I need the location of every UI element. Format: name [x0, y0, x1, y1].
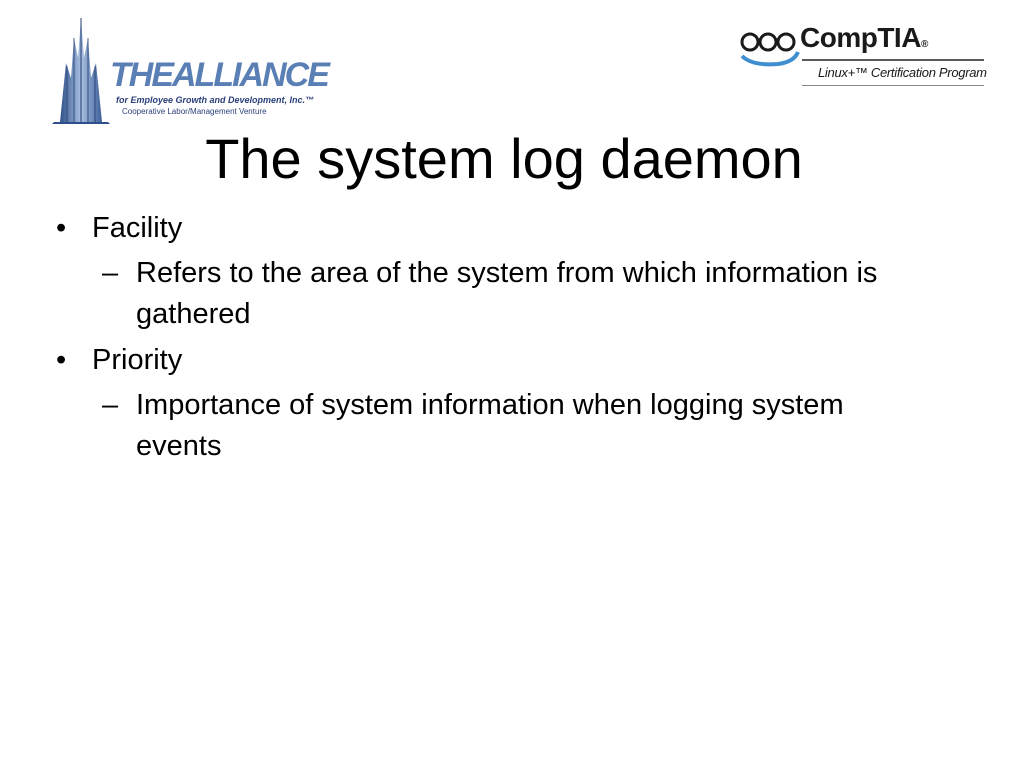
bullet-marker: •	[56, 344, 67, 376]
alliance-logo: THEALLIANCE for Employee Growth and Deve…	[50, 18, 330, 124]
bullet-text: Facility	[92, 212, 183, 244]
sub-bullet-marker: –	[102, 257, 119, 289]
comptia-program: Linux+™ Certification Program	[818, 65, 987, 80]
bullet-marker: •	[56, 212, 67, 244]
comptia-divider	[802, 59, 984, 61]
slide-body: • Facility – Refers to the area of the s…	[56, 208, 916, 472]
sub-bullet-text: Refers to the area of the system from wh…	[136, 257, 878, 330]
comptia-wordmark-text: CompTIA	[800, 22, 921, 53]
comptia-wordmark: CompTIA®	[800, 22, 928, 61]
comptia-logo: CompTIA® Linux+™ Certification Program	[738, 20, 988, 90]
slide-title: The system log daemon	[205, 127, 803, 190]
sub-bullet-marker: –	[102, 389, 119, 421]
bullet-text: Priority	[92, 344, 183, 376]
sub-bullet-priority: – Importance of system information when …	[56, 385, 916, 467]
sub-bullet-text: Importance of system information when lo…	[136, 389, 844, 462]
sub-bullet-facility: – Refers to the area of the system from …	[56, 253, 916, 335]
registered-mark: ®	[920, 39, 928, 50]
alliance-tagline: for Employee Growth and Development, Inc…	[116, 95, 315, 105]
bullet-facility: • Facility	[56, 208, 916, 248]
alliance-subtitle: Cooperative Labor/Management Venture	[122, 107, 267, 116]
alliance-wordmark: THEALLIANCE	[110, 56, 330, 94]
comptia-divider-bottom	[802, 85, 984, 86]
comptia-circles-icon	[740, 32, 800, 67]
bullet-priority: • Priority	[56, 340, 916, 380]
building-icon	[52, 18, 110, 124]
